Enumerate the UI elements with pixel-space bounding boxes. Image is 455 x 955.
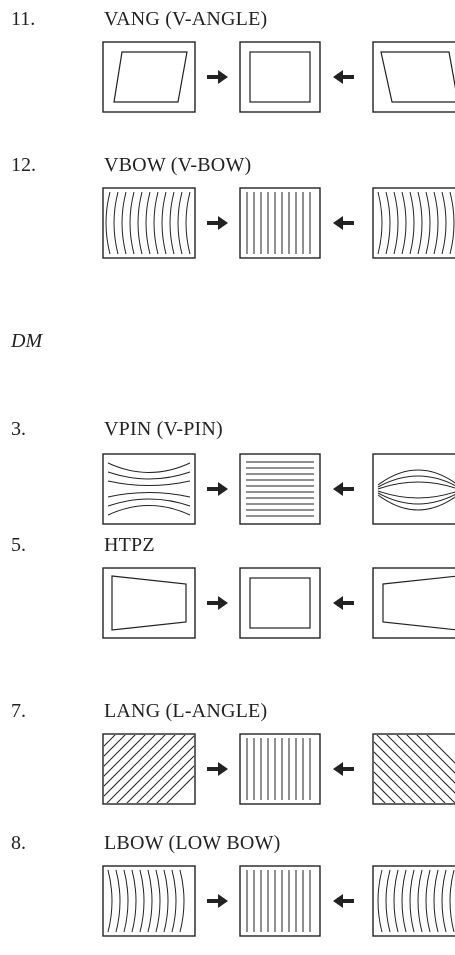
vang-target-panel: [239, 41, 321, 113]
vang-after-panel: [372, 41, 455, 113]
item-title: LANG (L-ANGLE): [104, 700, 268, 722]
htpz-diagram: [102, 567, 455, 639]
arrow-right-icon: [207, 216, 228, 230]
lang-before-panel: [102, 733, 196, 805]
lbow-diagram: [102, 865, 455, 937]
item-title: VANG (V-ANGLE): [104, 8, 268, 30]
arrow-left-icon: [333, 894, 354, 908]
item-number: 12.: [11, 154, 36, 176]
item-title: HTPZ: [104, 534, 155, 556]
vbow-diagram: [102, 187, 455, 259]
vpin-target-panel: [239, 453, 321, 525]
htpz-target-panel: [239, 567, 321, 639]
lang-diagram: [102, 733, 455, 805]
item-title: LBOW (LOW BOW): [104, 832, 281, 854]
vpin-before-panel: [102, 453, 196, 525]
item-number: 7.: [11, 700, 26, 722]
item-number: 3.: [11, 418, 26, 440]
vpin-diagram: [102, 453, 455, 525]
vang-before-panel: [102, 41, 196, 113]
vbow-before-panel: [102, 187, 196, 259]
lbow-after-panel: [372, 865, 455, 937]
vbow-after-panel: [372, 187, 455, 259]
arrow-left-icon: [333, 216, 354, 230]
item-number: 8.: [11, 832, 26, 854]
item-title: VPIN (V-PIN): [104, 418, 223, 440]
lbow-before-panel: [102, 865, 196, 937]
lang-target-panel: [239, 733, 321, 805]
arrow-right-icon: [207, 596, 228, 610]
lbow-target-panel: [239, 865, 321, 937]
arrow-left-icon: [333, 596, 354, 610]
item-number: 11.: [11, 8, 36, 30]
vpin-after-panel: [372, 453, 455, 525]
arrow-right-icon: [207, 70, 228, 84]
arrow-left-icon: [333, 70, 354, 84]
arrow-left-icon: [333, 762, 354, 776]
item-number: 5.: [11, 534, 26, 556]
arrow-left-icon: [333, 482, 354, 496]
vang-diagram: [102, 41, 455, 113]
vbow-target-panel: [239, 187, 321, 259]
section-label: DM: [11, 330, 43, 352]
item-title: VBOW (V-BOW): [104, 154, 252, 176]
arrow-right-icon: [207, 762, 228, 776]
arrow-right-icon: [207, 482, 228, 496]
htpz-after-panel: [372, 567, 455, 639]
lang-after-panel: [372, 733, 455, 805]
arrow-right-icon: [207, 894, 228, 908]
htpz-before-panel: [102, 567, 196, 639]
